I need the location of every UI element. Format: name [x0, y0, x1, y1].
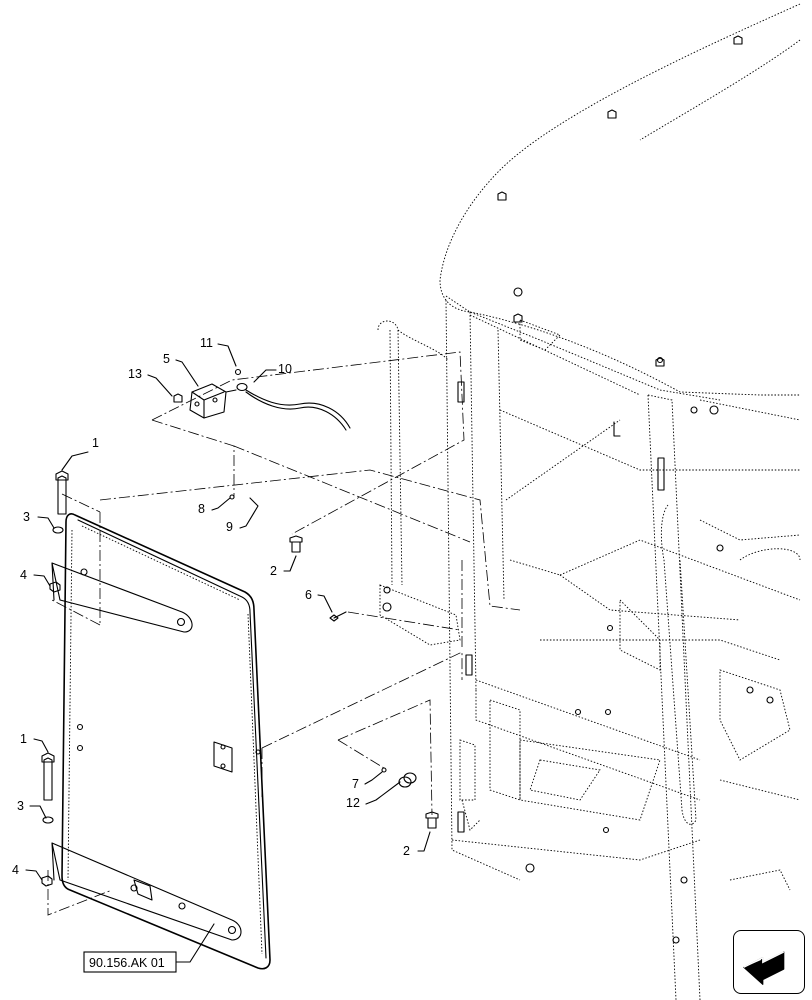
callout-3-upper: 3: [23, 510, 30, 524]
callout-1-upper: 1: [92, 436, 99, 450]
roof-bolt: [497, 35, 743, 367]
assembly-centerlines: [47, 351, 521, 916]
cab-structure: [377, 3, 801, 1000]
right-side-parts: [289, 535, 439, 829]
callout-11: 11: [200, 336, 213, 350]
callout-10: 10: [278, 362, 292, 376]
callout-3-lower: 3: [17, 799, 24, 813]
callout-12: 12: [346, 796, 360, 810]
reference-code-box: 90.156.AK 01: [83, 923, 215, 973]
arrow-icon: [743, 951, 785, 985]
part-callouts: 1 1 2 2 3 3 4 4 5 6 7 8 9: [12, 336, 431, 881]
reference-code: 90.156.AK 01: [89, 956, 165, 970]
callout-8: 8: [198, 502, 205, 516]
callout-5: 5: [163, 352, 170, 366]
callout-13: 13: [128, 367, 142, 381]
next-page-arrow-icon[interactable]: [733, 930, 805, 994]
callout-1-lower: 1: [20, 732, 27, 746]
switch-assembly: [173, 368, 351, 500]
callout-4-upper: 4: [20, 568, 27, 582]
callout-4-lower: 4: [12, 863, 19, 877]
callout-6: 6: [305, 588, 312, 602]
callout-2-lower: 2: [403, 844, 410, 858]
callout-9: 9: [226, 520, 233, 534]
door-panel: [51, 513, 271, 970]
callout-7: 7: [352, 777, 359, 791]
callout-2-upper: 2: [270, 564, 277, 578]
